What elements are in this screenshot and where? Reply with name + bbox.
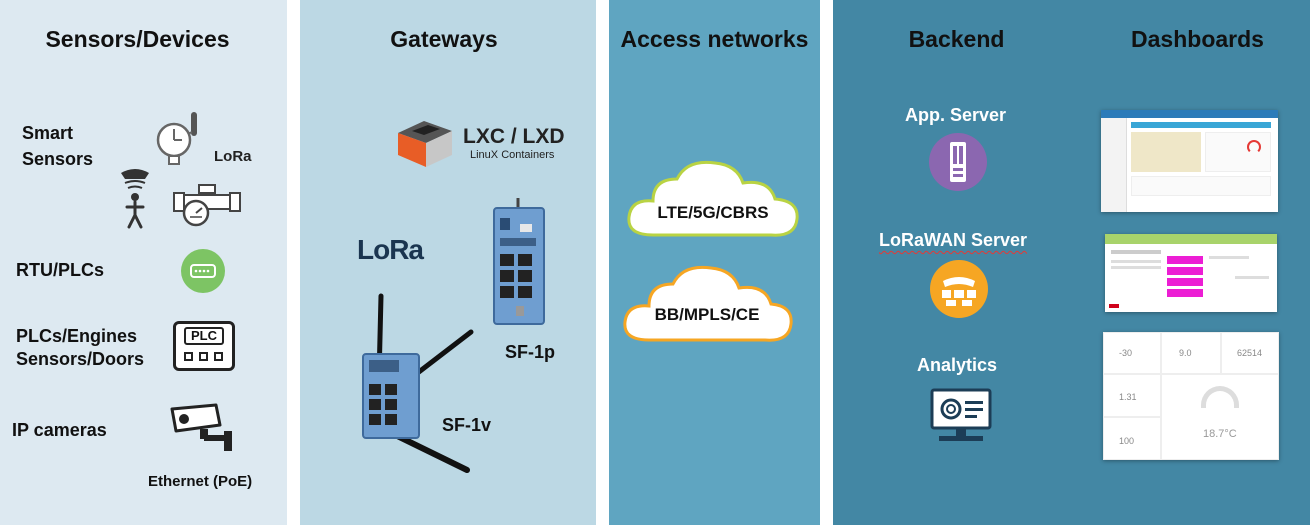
dash-snr-value: 9.0 [1179,348,1192,358]
rtu-plcs-label: RTU/PLCs [16,260,105,280]
sf1v-gateway-device [355,292,480,477]
access-networks-panel: Access networks LTE/5G/CBRS BB/MPLS/CE [609,0,820,525]
smart-sensors-label-line2: Sensors [22,149,94,169]
sensors-panel: Sensors/Devices Smart Sensors LoRa [0,0,287,525]
access-networks-title: Access networks [620,26,809,52]
app-server-label: App. Server [905,105,1007,125]
gateways-panel: Gateways LXC / LXD LinuX Containers LoRa [300,0,596,525]
sf1p-label: SF-1p [505,342,556,362]
lte-5g-cbrs-label: LTE/5G/CBRS [657,203,769,222]
backend-dashboards-panel: Backend Dashboards App. Server LoRaWAN S… [833,0,1310,525]
dash-temperature-value: 18.7°C [1203,428,1237,440]
dashboard-thumbnail-lorawan [1105,234,1277,312]
dashboard-thumbnail-map [1101,110,1278,212]
gateways-title: Gateways [390,26,498,52]
plc-icon: PLC [173,321,235,371]
sensors-title: Sensors/Devices [45,26,230,52]
analytics-label: Analytics [917,355,998,375]
ethernet-poe-label: Ethernet (PoE) [148,473,253,490]
lora-logo-small: LoRa [214,148,252,165]
lxc-title: LXC / LXD [463,125,565,148]
dashboard-thumbnail-sensors: -30 9.0 62514 1.31 100 18.7°C [1103,332,1279,460]
dashboards-title: Dashboards [1131,26,1264,52]
lora-logo-large: LoRa [357,234,424,265]
wireless-sensor-icon [152,110,204,166]
motion-sensor-icon [115,165,155,229]
app-server-icon [928,132,988,192]
plc-icon-text: PLC [184,327,224,345]
lte-5g-cbrs-cloud: LTE/5G/CBRS [623,155,803,245]
sf1v-label: SF-1v [442,415,492,435]
ip-cameras-label: IP cameras [12,420,107,440]
dash-battery-value: 1.31 [1119,392,1137,402]
bb-mpls-ce-label: BB/MPLS/CE [654,305,760,324]
flow-meter-icon [172,183,242,227]
dash-gauge [1201,386,1239,408]
lorawan-server-icon [929,259,989,319]
lxc-cube-icon [394,117,458,169]
plcs-label-line1: PLCs/Engines [16,326,138,346]
bb-mpls-ce-cloud: BB/MPLS/CE [619,258,795,348]
backend-title: Backend [908,26,1005,52]
sf1p-gateway-device [490,198,554,328]
dash-humidity-value: 100 [1119,436,1135,446]
lorawan-server-label: LoRaWAN Server [879,230,1028,250]
analytics-icon [929,387,993,445]
dash-frame-counter-value: 62514 [1237,348,1263,358]
lxc-subtitle: LinuX Containers [470,149,555,161]
plcs-label-line2: Sensors/Doors [16,349,145,369]
smart-sensors-label-line1: Smart [22,123,74,143]
ip-camera-icon [170,403,234,453]
dash-signal-value: -30 [1119,348,1133,358]
rtu-icon [180,248,226,294]
